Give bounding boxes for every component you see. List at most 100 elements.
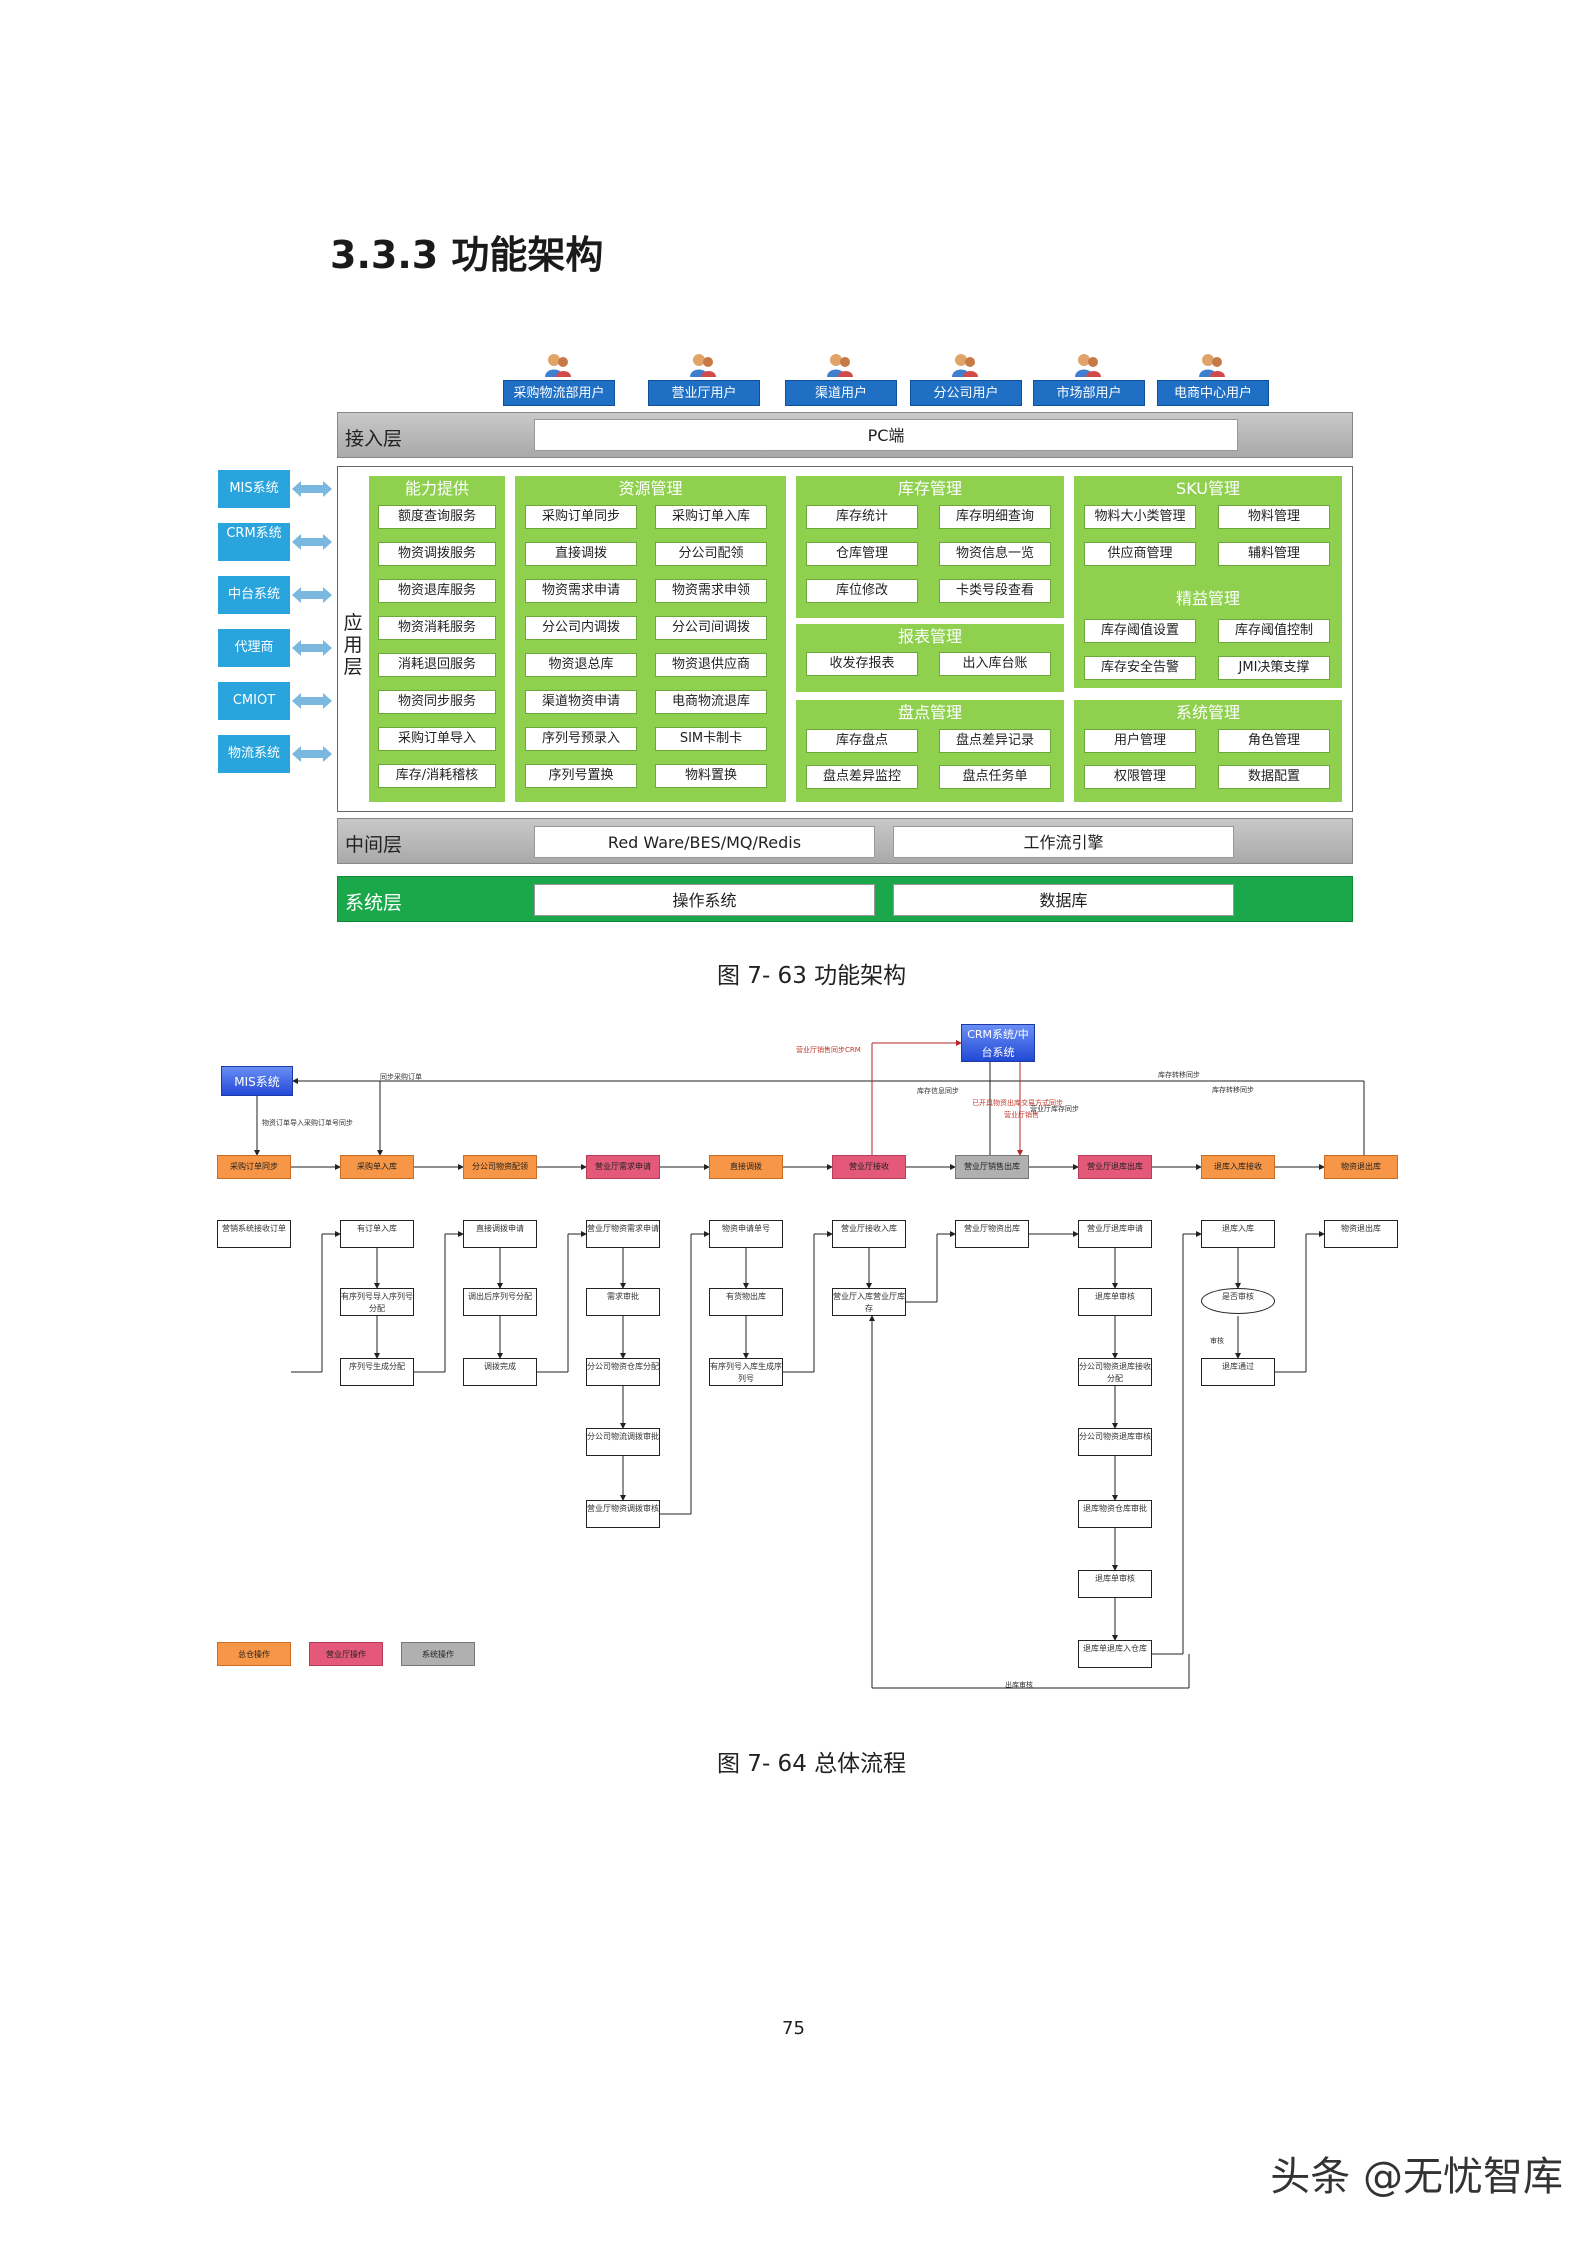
legend-warehouse: 总仓操作 [217, 1642, 291, 1666]
precision-item[interactable]: JMI决策支撑 [1218, 656, 1330, 680]
resource-item[interactable]: 分公司配领 [655, 542, 767, 566]
ability-item[interactable]: 物资调拨服务 [378, 542, 496, 566]
resource-item[interactable]: 渠道物资申请 [525, 690, 637, 714]
users-icon [1073, 352, 1103, 378]
flow-step-primary: 分公司物资配领 [463, 1155, 537, 1179]
flow-step-primary: 营业厅需求申请 [586, 1155, 660, 1179]
user-role: 电商中心用户 [1157, 380, 1269, 406]
inventory-item[interactable]: 库存统计 [806, 505, 918, 529]
ability-item[interactable]: 物资同步服务 [378, 690, 496, 714]
system-layer-label: 系统层 [345, 892, 403, 914]
stocktake-item[interactable]: 盘点差异记录 [939, 729, 1051, 753]
system-layer: 系统层 操作系统 数据库 [337, 876, 1353, 922]
side-system: MIS系统 [218, 470, 290, 508]
system-item[interactable]: 角色管理 [1218, 729, 1330, 753]
users-icon [950, 352, 980, 378]
system-item[interactable]: 数据配置 [1218, 765, 1330, 789]
ability-item[interactable]: 额度查询服务 [378, 505, 496, 529]
resource-item[interactable]: 物资需求申领 [655, 579, 767, 603]
flow-step: 退库单退库入仓库 [1078, 1640, 1152, 1668]
flow-step-primary: 营业厅销售出库 [955, 1155, 1029, 1179]
flow-step: 需求审批 [586, 1288, 660, 1316]
sku-item[interactable]: 物料大小类管理 [1084, 505, 1196, 529]
inventory-item[interactable]: 仓库管理 [806, 542, 918, 566]
resource-title: 资源管理 [515, 478, 786, 500]
precision-item[interactable]: 库存阈值控制 [1218, 619, 1330, 643]
flow-edge-label: 审核 [1210, 1337, 1224, 1345]
middle-layer-label: 中间层 [345, 834, 403, 856]
flow-step-primary: 营业厅接收 [832, 1155, 906, 1179]
flow-step: 是否审核 [1201, 1288, 1275, 1314]
ability-item[interactable]: 采购订单导入 [378, 727, 496, 751]
double-arrow-icon [292, 692, 332, 710]
resource-item[interactable]: 物资需求申请 [525, 579, 637, 603]
flow-step: 直接调拨申请 [463, 1220, 537, 1248]
flow-connectors [254, 1040, 1365, 1689]
application-layer-label: 应用层 [343, 612, 363, 678]
user-role: 采购物流部用户 [503, 380, 615, 406]
sku-item[interactable]: 物料管理 [1218, 505, 1330, 529]
resource-item[interactable]: 电商物流退库 [655, 690, 767, 714]
flow-step: 有订单入库 [340, 1220, 414, 1248]
double-arrow-icon [292, 586, 332, 604]
precision-item[interactable]: 库存阈值设置 [1084, 619, 1196, 643]
flow-step: 调拨完成 [463, 1358, 537, 1386]
database-box: 数据库 [893, 884, 1234, 916]
flow-edge-label: 物资订单导入采购订单号同步 [262, 1119, 353, 1127]
users-icon [825, 352, 855, 378]
resource-item[interactable]: 物资退供应商 [655, 653, 767, 677]
flow-edge-label: 已开具物资出库交易方式同步 [972, 1099, 1063, 1107]
inventory-item[interactable]: 库存明细查询 [939, 505, 1051, 529]
ability-item[interactable]: 库存/消耗稽核 [378, 764, 496, 788]
flow-step: 退库单审核 [1078, 1570, 1152, 1598]
users-icon [688, 352, 718, 378]
watermark: 头条 @无忧智库 [1270, 2154, 1563, 2200]
inventory-item[interactable]: 卡类号段查看 [939, 579, 1051, 603]
report-title: 报表管理 [796, 626, 1064, 648]
flow-step: 分公司物流调拨审批 [586, 1428, 660, 1456]
ability-item[interactable]: 物资退库服务 [378, 579, 496, 603]
side-system: 代理商 [218, 629, 290, 667]
resource-item[interactable]: SIM卡制卡 [655, 727, 767, 751]
resource-item[interactable]: 采购订单同步 [525, 505, 637, 529]
flow-step: 序列号生成分配 [340, 1358, 414, 1386]
stocktake-title: 盘点管理 [796, 702, 1064, 724]
flow-step: 营业厅入库营业厅库存 [832, 1288, 906, 1316]
flow-step: 物资退出库 [1324, 1220, 1398, 1248]
user-role: 渠道用户 [785, 380, 897, 406]
inventory-item[interactable]: 物资信息一览 [939, 542, 1051, 566]
resource-item[interactable]: 物料置换 [655, 764, 767, 788]
ability-item[interactable]: 物资消耗服务 [378, 616, 496, 640]
flow-step-primary: 采购单入库 [340, 1155, 414, 1179]
sku-item[interactable]: 辅料管理 [1218, 542, 1330, 566]
sku-item[interactable]: 供应商管理 [1084, 542, 1196, 566]
stocktake-item[interactable]: 库存盘点 [806, 729, 918, 753]
resource-item[interactable]: 物资退总库 [525, 653, 637, 677]
pc-terminal: PC端 [534, 419, 1238, 451]
figure1-caption: 图 7- 63 功能架构 [717, 963, 907, 989]
system-item[interactable]: 权限管理 [1084, 765, 1196, 789]
precision-item[interactable]: 库存安全告警 [1084, 656, 1196, 680]
flow-step: 退库入库 [1201, 1220, 1275, 1248]
section-heading: 3.3.3 功能架构 [330, 233, 604, 277]
flow-step-primary: 物资退出库 [1324, 1155, 1398, 1179]
users-icon [1197, 352, 1227, 378]
resource-item[interactable]: 序列号预录入 [525, 727, 637, 751]
sku-title: SKU管理 [1074, 478, 1342, 500]
stocktake-item[interactable]: 盘点差异监控 [806, 765, 918, 789]
ability-item[interactable]: 消耗退回服务 [378, 653, 496, 677]
report-item[interactable]: 出入库台账 [939, 652, 1051, 676]
report-item[interactable]: 收发存报表 [806, 652, 918, 676]
flow-edge-label: 库存信息同步 [917, 1087, 959, 1095]
inventory-item[interactable]: 库位修改 [806, 579, 918, 603]
flow-step: 有货物出库 [709, 1288, 783, 1316]
resource-item[interactable]: 采购订单入库 [655, 505, 767, 529]
user-role: 分公司用户 [910, 380, 1022, 406]
resource-item[interactable]: 分公司内调拨 [525, 616, 637, 640]
resource-item[interactable]: 直接调拨 [525, 542, 637, 566]
resource-item[interactable]: 分公司间调拨 [655, 616, 767, 640]
resource-item[interactable]: 序列号置换 [525, 764, 637, 788]
stocktake-item[interactable]: 盘点任务单 [939, 765, 1051, 789]
flow-step: 营业厅物资需求申请 [586, 1220, 660, 1248]
system-item[interactable]: 用户管理 [1084, 729, 1196, 753]
